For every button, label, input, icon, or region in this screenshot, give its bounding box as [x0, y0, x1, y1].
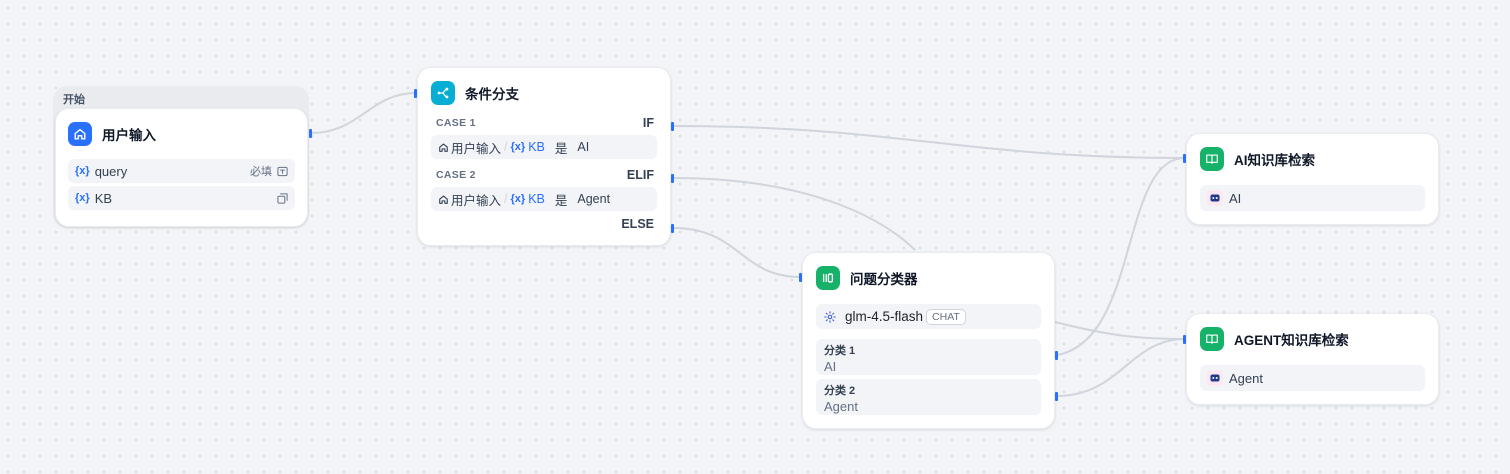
- condition-value: Agent: [577, 192, 611, 206]
- condition-var: KB: [528, 140, 545, 154]
- else-keyword: ELSE: [621, 217, 654, 231]
- edge-if-to-ai-kb: [672, 125, 1186, 159]
- if-else-title: 条件分支: [465, 87, 519, 102]
- condition-value: AI: [577, 140, 590, 154]
- condition-source: 用户输入: [451, 193, 502, 208]
- variable-icon: {x}: [75, 165, 90, 177]
- kb-node-title: AGENT知识库检索: [1234, 333, 1349, 348]
- case2-condition[interactable]: 用户输入 / {x} KB 是 Agent: [431, 187, 657, 211]
- model-mode-badge: CHAT: [926, 308, 966, 325]
- edge-start-to-if: [310, 92, 417, 134]
- if-output-handle[interactable]: [671, 122, 674, 131]
- dataset-name: Agent: [1229, 370, 1263, 386]
- agent-kb-retrieval-node[interactable]: AGENT知识库检索 Agent: [1186, 313, 1439, 405]
- class1-output-handle[interactable]: [1055, 351, 1058, 360]
- case2-keyword: ELIF: [626, 168, 654, 182]
- variable-icon: {x}: [75, 192, 90, 204]
- text-input-icon: [277, 166, 288, 177]
- edge-else-to-classifier: [672, 227, 802, 278]
- dataset-item[interactable]: Agent: [1200, 365, 1425, 391]
- var-row-kb[interactable]: {x} KB: [68, 186, 295, 210]
- home-icon: [438, 194, 449, 205]
- condition-separator: /: [504, 140, 508, 154]
- condition-source: 用户输入: [451, 141, 502, 156]
- home-icon: [68, 122, 92, 146]
- variable-icon: {x}: [510, 141, 526, 153]
- if-else-input-handle[interactable]: [414, 89, 417, 98]
- case1-condition[interactable]: 用户输入 / {x} KB 是 AI: [431, 135, 657, 159]
- classifier-icon: [816, 266, 840, 290]
- condition-operator: 是: [554, 141, 568, 156]
- model-selector[interactable]: glm-4.5-flash CHAT: [816, 304, 1041, 329]
- ai-kb-input-handle[interactable]: [1183, 154, 1186, 163]
- model-name: glm-4.5-flash: [845, 309, 924, 324]
- dataset-avatar-icon: [1207, 190, 1223, 206]
- start-group-label: 开始: [63, 94, 85, 106]
- edge-class2-to-agent-kb: [1056, 338, 1186, 397]
- book-icon: [1200, 147, 1224, 171]
- class2-output-handle[interactable]: [1055, 392, 1058, 401]
- condition-var: KB: [528, 192, 545, 206]
- dataset-name: AI: [1229, 190, 1242, 206]
- question-classifier-node[interactable]: 问题分类器 glm-4.5-flash CHAT 分类 1 AI 分类 2 Ag…: [802, 252, 1055, 429]
- case1-label: CASE 1: [436, 117, 476, 129]
- class-value: AI: [824, 359, 837, 374]
- case2-label: CASE 2: [436, 169, 476, 181]
- var-name: KB: [94, 190, 113, 206]
- agent-kb-input-handle[interactable]: [1183, 335, 1186, 344]
- case1-keyword: IF: [642, 116, 654, 130]
- select-type-icon: [277, 192, 288, 204]
- user-input-output-handle[interactable]: [309, 129, 312, 138]
- var-row-query[interactable]: {x} query 必填: [68, 159, 295, 183]
- else-output-handle[interactable]: [671, 224, 674, 233]
- ai-kb-retrieval-node[interactable]: AI知识库检索 AI: [1186, 133, 1439, 225]
- dataset-item[interactable]: AI: [1200, 185, 1425, 211]
- user-input-title: 用户输入: [102, 128, 156, 143]
- if-else-node[interactable]: 条件分支 CASE 1 IF 用户输入 / {x} KB 是 AI CASE 2…: [417, 67, 671, 246]
- model-provider-icon: [823, 310, 837, 324]
- required-badge: 必填: [250, 166, 272, 178]
- class-value: Agent: [824, 399, 858, 414]
- elif-output-handle[interactable]: [671, 174, 674, 183]
- class-title: 分类 1: [824, 345, 856, 357]
- edge-elif-to-agent-kb: [672, 177, 916, 251]
- home-icon: [438, 142, 449, 153]
- condition-operator: 是: [554, 193, 568, 208]
- class-item-1[interactable]: 分类 1 AI: [816, 339, 1041, 375]
- classifier-input-handle[interactable]: [799, 273, 802, 282]
- kb-node-title: AI知识库检索: [1234, 153, 1315, 168]
- user-input-node[interactable]: 用户输入 {x} query 必填 {x} KB: [55, 108, 308, 227]
- book-icon: [1200, 327, 1224, 351]
- class-item-2[interactable]: 分类 2 Agent: [816, 379, 1041, 415]
- classifier-title: 问题分类器: [850, 272, 918, 287]
- dataset-avatar-icon: [1207, 370, 1223, 386]
- var-name: query: [94, 163, 128, 179]
- edge-class1-to-ai-kb: [1056, 157, 1186, 356]
- branch-icon: [431, 81, 455, 105]
- condition-separator: /: [504, 192, 508, 206]
- edge-classifier-to-agent-kb: [1054, 321, 1186, 340]
- class-title: 分类 2: [824, 385, 856, 397]
- variable-icon: {x}: [510, 193, 526, 205]
